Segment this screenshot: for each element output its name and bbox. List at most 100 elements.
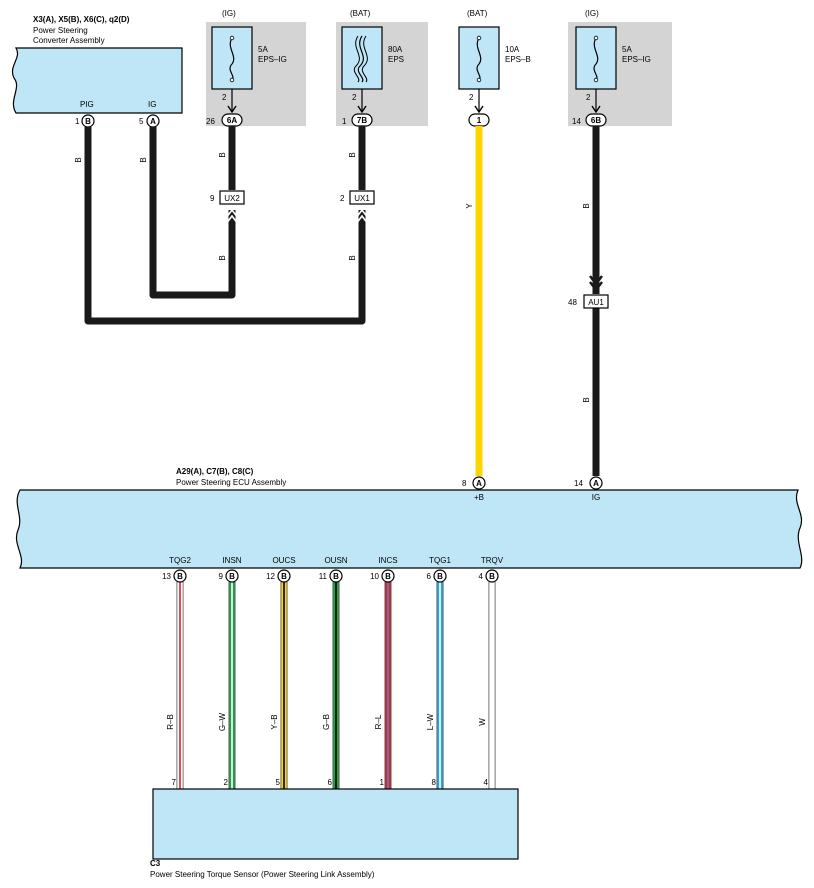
ecu-pin-number: 12 — [266, 572, 275, 581]
wire-label-au1-bottom: B — [582, 397, 591, 402]
ecu-pin-ig-conn: A — [593, 479, 599, 488]
fuse2-name: EPS — [388, 55, 404, 64]
fuse2-source: (BAT) — [350, 9, 371, 18]
fuse2-pin: 2 — [352, 93, 357, 102]
ecu-pin-conn: B — [177, 572, 183, 581]
ecu-codes: A29(A), C7(B), C8(C) — [176, 467, 254, 476]
ecu-pin-label: TRQV — [481, 556, 504, 565]
sensor-pin-number: 2 — [224, 778, 229, 787]
sensor-wire-color-label: L–W — [426, 713, 435, 730]
ecu-pin-number: 13 — [162, 572, 171, 581]
black-wires-upper — [84, 126, 600, 476]
converter-name-line2: Converter Assembly — [33, 36, 105, 45]
converter-ig-pin: 5 — [139, 117, 144, 126]
converter-pig-label: PIG — [80, 100, 94, 109]
ecu-pin-ig-connector — [589, 476, 603, 490]
fuse2-term-pin: 1 — [342, 117, 347, 126]
splice-ux1 — [349, 190, 375, 205]
converter-ig-label: IG — [148, 100, 156, 109]
ecu-pin-ig-label: IG — [592, 493, 600, 502]
converter-ig-conn: A — [150, 117, 156, 126]
ecu-pin-number: 9 — [219, 572, 224, 581]
splice-au1 — [583, 294, 609, 309]
fuse1-name: EPS–IG — [258, 55, 287, 64]
fuse2-term-label: 7B — [357, 116, 367, 125]
wire-label-ig: B — [139, 157, 148, 162]
splice-ux1-label: UX1 — [354, 194, 370, 203]
fuse4-pin: 2 — [586, 93, 591, 102]
ecu-pin-connector — [433, 569, 447, 583]
wire-label-ux2-top: B — [218, 152, 227, 157]
converter-pig-conn: B — [85, 117, 91, 126]
ecu-pin-conn: B — [385, 572, 391, 581]
ecu-pin-conn: B — [333, 572, 339, 581]
sensor-wire-color-label: R–L — [374, 714, 383, 729]
ecu-pin-connector — [485, 569, 499, 583]
splice-au1-label: AU1 — [588, 298, 604, 307]
ecu-name: Power Steering ECU Assembly — [176, 478, 286, 487]
ecu-pin-label: TQG2 — [169, 556, 191, 565]
fuse2-element-icon — [357, 35, 365, 83]
wire-label-au1-top: B — [582, 203, 591, 208]
wire-ig-to-ux2 — [149, 127, 236, 299]
sensor-pin-number: 1 — [380, 778, 385, 787]
fuse4-term-pin: 14 — [572, 117, 581, 126]
ecu-pin-label: OUSN — [324, 556, 347, 565]
ecu-pin-conn: B — [229, 572, 235, 581]
ecu-pin-label: OUCS — [272, 556, 295, 565]
ecu-pin-connector — [381, 569, 395, 583]
ecu-pin-conn: B — [437, 572, 443, 581]
fuse3-amp: 10A — [505, 45, 520, 54]
torque-sensor-box — [152, 788, 519, 860]
ecu-pin-connector — [277, 569, 291, 583]
ecu-pin-ig-num: 14 — [574, 479, 583, 488]
wire-label-ux1-bottom: B — [348, 255, 357, 260]
splice-au1-pin: 48 — [568, 298, 577, 307]
fuse3-source: (BAT) — [467, 9, 488, 18]
fuse1-element-icon — [229, 37, 235, 81]
fuse4-term-label: 6B — [591, 116, 601, 125]
ecu-pin-number: 10 — [370, 572, 379, 581]
wire-label-ux1-top: B — [348, 152, 357, 157]
sensor-wire-color-label: W — [478, 718, 487, 726]
sensor-wire-color-label: Y–B — [270, 714, 279, 729]
converter-name-line1: Power Steering — [33, 26, 88, 35]
wire-label-ux2-bottom: B — [218, 255, 227, 260]
sensor-pin-number: 6 — [328, 778, 333, 787]
sensor-pin-number: 8 — [432, 778, 437, 787]
converter-codes: X3(A), X5(B), X6(C), q2(D) — [33, 15, 130, 24]
sensor-pin-number: 4 — [484, 778, 489, 787]
ecu-bottom-pins: TQG213BR–B7TQG2INSN9BG–W2INSNOUCS12BY–B5… — [162, 556, 504, 802]
fuse1-term-label: 6A — [227, 116, 237, 125]
fuse3-pin: 2 — [469, 93, 474, 102]
ecu-pin-number: 6 — [427, 572, 432, 581]
wire-label-pig: B — [74, 157, 83, 162]
wire-label-epsb: Y — [465, 203, 474, 209]
fuse1-term-pin: 26 — [206, 117, 215, 126]
sensor-wire-color-label: R–B — [166, 714, 175, 730]
ecu-pin-conn: B — [281, 572, 287, 581]
ecu-pin-connector — [173, 569, 187, 583]
fuse1-amp: 5A — [258, 45, 268, 54]
fuse2-amp: 80A — [388, 45, 403, 54]
ecu-assembly-box — [16, 489, 803, 569]
sensor-wire-color-label: G–W — [218, 712, 227, 731]
sensor-name: Power Steering Torque Sensor (Power Stee… — [150, 870, 375, 879]
ecu-pin-number: 11 — [319, 572, 328, 581]
ecu-pin-label: INSN — [222, 556, 241, 565]
ecu-pin-b-label: +B — [474, 493, 484, 502]
ecu-pin-b-num: 8 — [462, 479, 467, 488]
fuse3-name: EPS–B — [505, 55, 531, 64]
fuse4-name: EPS–IG — [622, 55, 651, 64]
sensor-wire-color-label: G–B — [322, 714, 331, 730]
fuse3-element-icon — [476, 37, 482, 81]
ecu-pin-connector — [225, 569, 239, 583]
ecu-pin-conn: B — [489, 572, 495, 581]
fuse3-term-label: 1 — [477, 116, 482, 125]
converter-assembly-box — [12, 47, 183, 114]
splice-ux2-pin: 9 — [210, 194, 215, 203]
splice-ux1-pin: 2 — [340, 194, 345, 203]
ecu-pin-connector — [329, 569, 343, 583]
fuse1-source: (IG) — [222, 9, 236, 18]
